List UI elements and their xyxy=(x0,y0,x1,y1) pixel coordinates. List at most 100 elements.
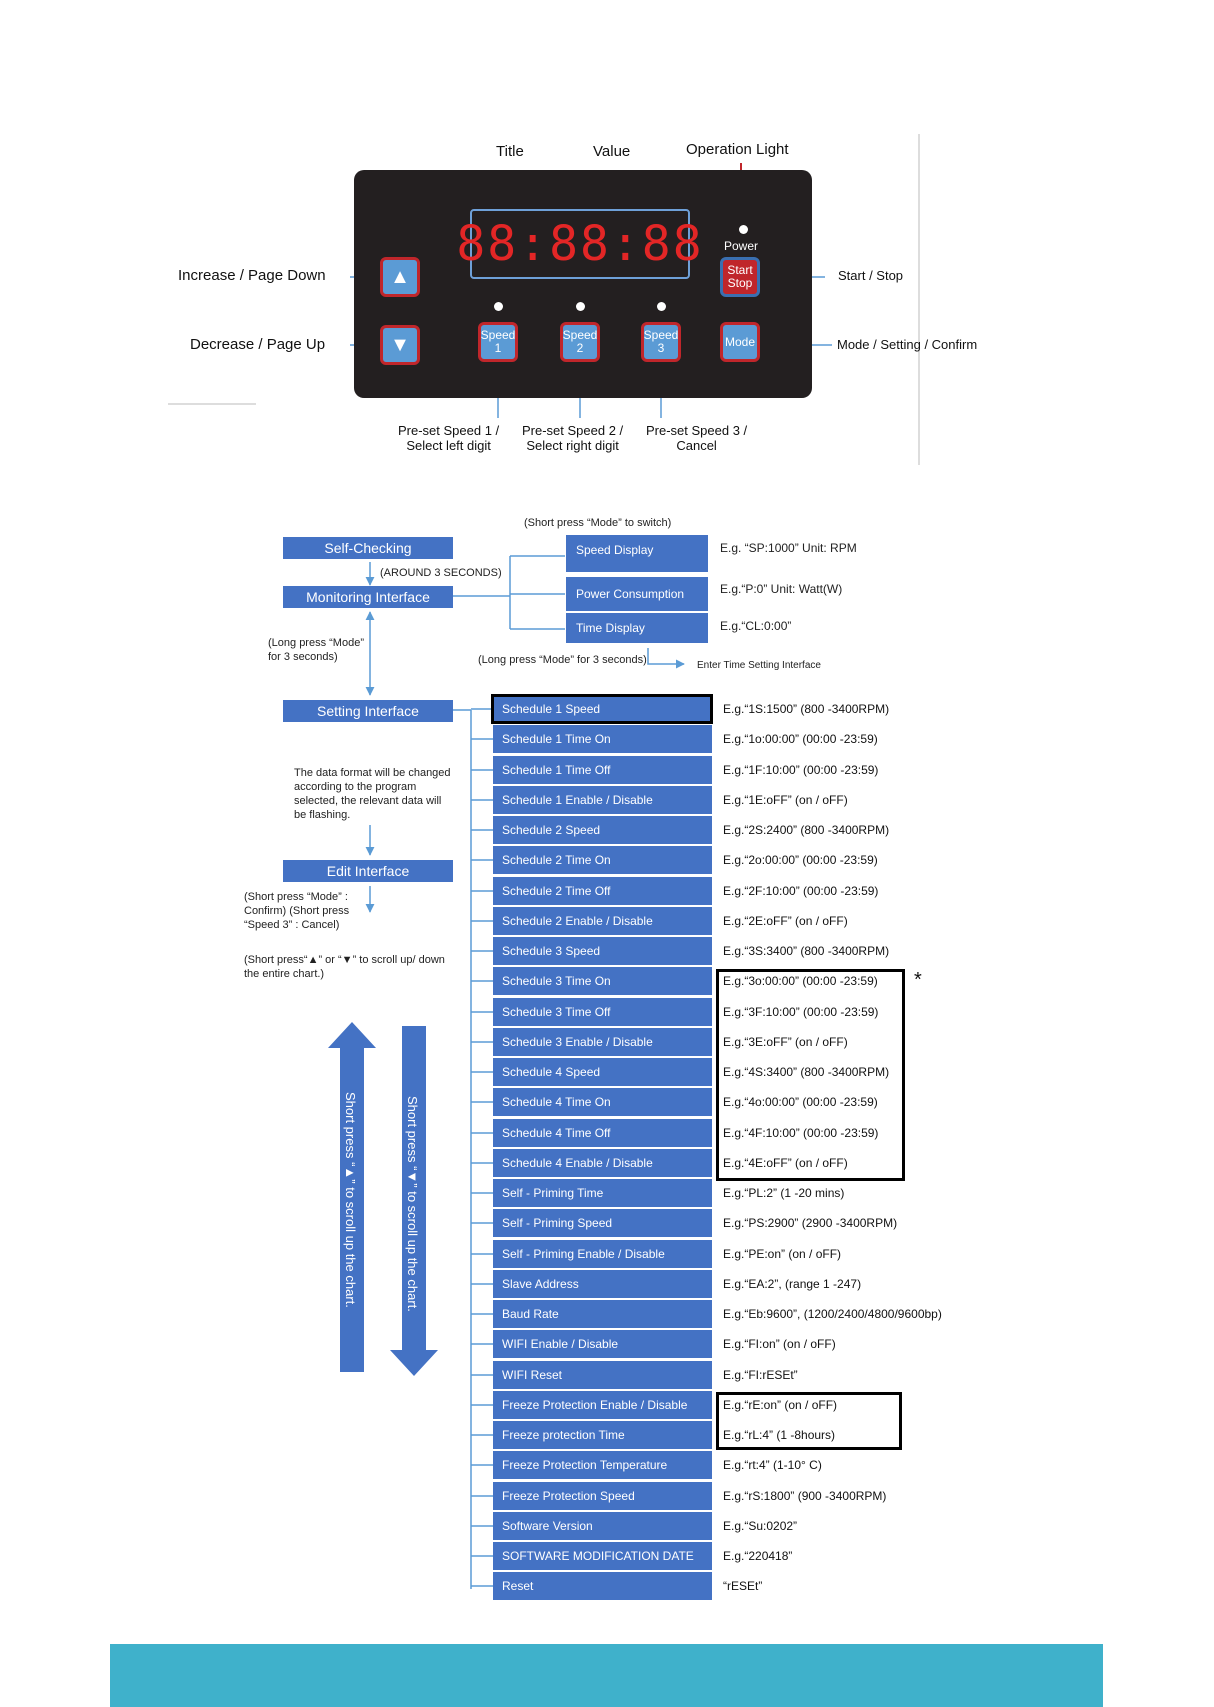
setting-example: E.g.“rL:4” (1 -8hours) xyxy=(723,1428,836,1442)
setting-example: E.g.“PL:2” (1 -20 mins) xyxy=(723,1186,845,1200)
schedule-group-highlight xyxy=(716,969,905,1181)
setting-example: E.g.“3S:3400” (800 -3400RPM) xyxy=(723,944,890,958)
increase-label: Increase / Page Down xyxy=(178,267,326,284)
setting-item: Freeze protection Time xyxy=(493,1421,712,1449)
power-label: Power xyxy=(724,239,759,253)
up-button[interactable]: ▲ xyxy=(380,257,420,297)
setting-example: E.g.“4E:oFF” (on / oFF) xyxy=(723,1156,848,1170)
setting-item: Schedule 1 Time Off xyxy=(493,756,712,784)
setting-example: E.g.“1F:10:00” (00:00 -23:59) xyxy=(723,763,879,777)
setting-example: E.g.“Su:0202” xyxy=(723,1519,798,1533)
setting-example: E.g.“1S:1500” (800 -3400RPM) xyxy=(723,702,890,716)
setting-item: Self - Priming Speed xyxy=(493,1209,712,1237)
setting-item: Reset xyxy=(493,1572,712,1600)
mode-button[interactable]: Mode xyxy=(720,322,760,362)
freeze-group-highlight xyxy=(716,1392,902,1450)
setting-interface-box: Setting Interface xyxy=(283,700,453,722)
setting-example: E.g.“2E:oFF” (on / oFF) xyxy=(723,914,848,928)
setting-example: E.g.“2o:00:00” (00:00 -23:59) xyxy=(723,853,878,867)
setting-example: E.g.“FI:on” (on / oFF) xyxy=(723,1337,836,1351)
setting-example: “rESEt” xyxy=(723,1579,763,1593)
time-display-box: Time Display xyxy=(566,613,708,643)
scroll-up-arrow xyxy=(328,1022,376,1372)
setting-item: Freeze Protection Enable / Disable xyxy=(493,1391,712,1419)
title-label: Title xyxy=(496,143,524,160)
setting-example: E.g.“3o:00:00” (00:00 -23:59) xyxy=(723,974,878,988)
setting-example: E.g.“3E:oFF” (on / oFF) xyxy=(723,1035,848,1049)
speed-display-box: Speed Display xyxy=(566,535,708,572)
setting-example: E.g.“220418” xyxy=(723,1549,793,1563)
setting-item: Schedule 3 Time On xyxy=(493,967,712,995)
asterisk: * xyxy=(914,969,922,991)
self-checking-box: Self-Checking xyxy=(283,537,453,559)
speed2-light xyxy=(576,302,585,311)
preset1-label: Pre-set Speed 1 /Select left digit xyxy=(398,423,500,453)
speed1-light xyxy=(494,302,503,311)
preset2-label: Pre-set Speed 2 /Select right digit xyxy=(522,423,624,453)
setting-example: E.g.“FI:rESEt” xyxy=(723,1368,798,1382)
setting-item: Slave Address xyxy=(493,1270,712,1298)
edit-note: (Short press “Mode” :Confirm) (Short pre… xyxy=(244,891,350,931)
edit-interface-box: Edit Interface xyxy=(283,860,453,882)
setting-example: E.g.“Eb:9600”, (1200/2400/4800/9600bp) xyxy=(723,1307,942,1321)
led-display: 88:88:88 xyxy=(456,209,702,279)
operation-light-label: Operation Light xyxy=(686,141,789,158)
setting-example: E.g.“rS:1800” (900 -3400RPM) xyxy=(723,1489,887,1503)
setting-item: Schedule 3 Speed xyxy=(493,937,712,965)
setting-item: Schedule 2 Speed xyxy=(493,816,712,844)
setting-example: E.g.“2F:10:00” (00:00 -23:59) xyxy=(723,884,879,898)
long-press-mode-note: (Long press “Mode”for 3 seconds) xyxy=(268,637,364,663)
speed3-light xyxy=(657,302,666,311)
setting-item: Self - Priming Time xyxy=(493,1179,712,1207)
setting-item: Schedule 4 Enable / Disable xyxy=(493,1149,712,1177)
long-press-time-note: (Long press “Mode” for 3 seconds) xyxy=(478,654,647,666)
setting-example: E.g.“rE:on” (on / oFF) xyxy=(723,1398,838,1412)
setting-item: WIFI Enable / Disable xyxy=(493,1330,712,1358)
setting-item: Schedule 3 Time Off xyxy=(493,998,712,1026)
setting-item: Schedule 4 Time Off xyxy=(493,1119,712,1147)
power-consumption-box: Power Consumption xyxy=(566,577,708,611)
setting-example: E.g.“EA:2”, (range 1 -247) xyxy=(723,1277,862,1291)
setting-item: Schedule 2 Time Off xyxy=(493,877,712,905)
current-selection-highlight xyxy=(491,694,713,724)
setting-item: Baud Rate xyxy=(493,1300,712,1328)
down-button[interactable]: ▼ xyxy=(380,325,420,365)
setting-item: Schedule 2 Enable / Disable xyxy=(493,907,712,935)
setting-item: Schedule 1 Speed xyxy=(493,695,712,723)
setting-item: Freeze Protection Temperature xyxy=(493,1451,712,1479)
setting-item: Schedule 4 Time On xyxy=(493,1088,712,1116)
footer-bar xyxy=(110,1644,1103,1707)
operation-light xyxy=(739,225,748,234)
mode-setting-label: Mode / Setting / Confirm xyxy=(837,337,978,352)
enter-time-setting-note: Enter Time Setting Interface xyxy=(697,660,821,671)
scroll-note: (Short press“▲” or “▼” to scroll up/ dow… xyxy=(244,954,445,980)
setting-example: E.g.“2S:2400” (800 -3400RPM) xyxy=(723,823,890,837)
monitoring-box: Monitoring Interface xyxy=(283,586,453,608)
switch-note: (Short press “Mode” to switch) xyxy=(524,517,672,529)
value-label: Value xyxy=(593,143,631,160)
start-stop-label: Start / Stop xyxy=(838,268,904,283)
setting-item: Freeze Protection Speed xyxy=(493,1482,712,1510)
scroll-down-text: Short press “▼” to scroll up the chart. xyxy=(405,1096,420,1312)
setting-item: Schedule 1 Time On xyxy=(493,725,712,753)
setting-item: Schedule 1 Enable / Disable xyxy=(493,786,712,814)
setting-example: E.g.“1E:oFF” (on / oFF) xyxy=(723,793,848,807)
setting-item: WIFI Reset xyxy=(493,1361,712,1389)
setting-item: Self - Priming Enable / Disable xyxy=(493,1240,712,1268)
setting-example: E.g.“4F:10:00” (00:00 -23:59) xyxy=(723,1126,879,1140)
setting-example: E.g.“rt:4” (1-10° C) xyxy=(723,1458,822,1472)
setting-example: E.g.“PS:2900” (2900 -3400RPM) xyxy=(723,1216,898,1230)
setting-item: Software Version xyxy=(493,1512,712,1540)
setting-example: E.g.“3F:10:00” (00:00 -23:59) xyxy=(723,1005,879,1019)
time-display-example: E.g.“CL:0:00” xyxy=(720,619,792,633)
power-consumption-example: E.g.“P:0” Unit: Watt(W) xyxy=(720,582,843,596)
setting-example: E.g.“4S:3400” (800 -3400RPM) xyxy=(723,1065,890,1079)
preset3-label: Pre-set Speed 3 /Cancel xyxy=(646,423,748,453)
setting-example: E.g.“PE:on” (on / oFF) xyxy=(723,1247,842,1261)
